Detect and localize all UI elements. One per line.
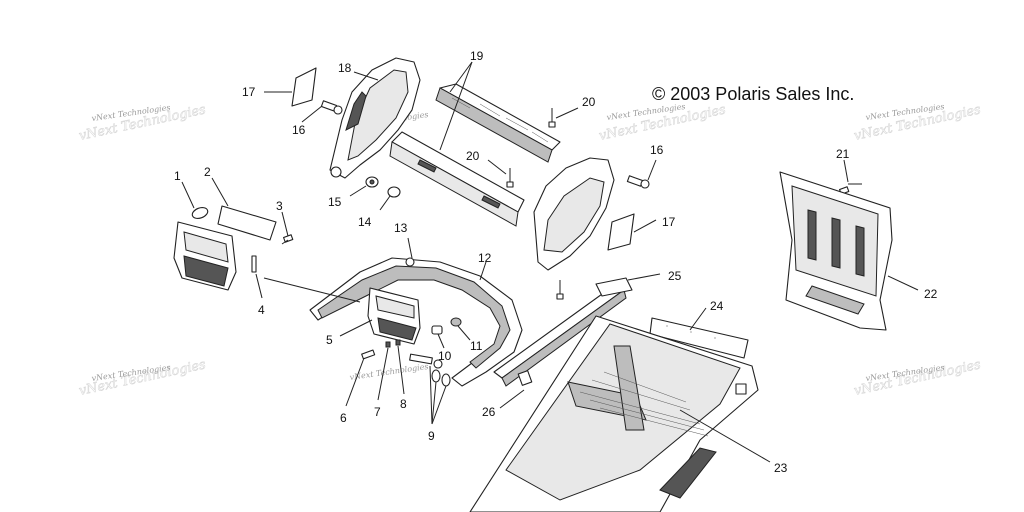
callout-8: 8	[400, 397, 407, 411]
bracket-25	[595, 277, 633, 297]
decal-left	[291, 67, 317, 107]
bolt-16-right	[626, 175, 650, 189]
rear-flap-ribs	[807, 209, 865, 277]
callout-12: 12	[478, 251, 492, 265]
left-handle-slot	[345, 91, 367, 131]
rear-bumper-inner	[317, 265, 511, 369]
callout-21: 21	[836, 147, 850, 161]
callout-18: 18	[338, 61, 352, 75]
callout-10: 10	[438, 349, 452, 363]
top-rail-upper	[439, 83, 561, 151]
top-rail-lower-slots	[417, 159, 501, 209]
tunnel-rail-edge	[659, 447, 717, 499]
tunnel-bolt	[735, 383, 747, 395]
callout-25: 25	[668, 269, 682, 283]
callout-labels: 1 2 3 4 5 6 7 8 9 10 11 12 13 14 15 16 1…	[174, 49, 938, 475]
decal-right	[607, 213, 635, 251]
tail-light-housing-top	[183, 231, 229, 263]
callout-4: 4	[258, 303, 265, 317]
screw-25	[556, 280, 564, 300]
callout-9: 9	[428, 429, 435, 443]
callout-20-lower: 20	[466, 149, 480, 163]
nut-14	[387, 186, 401, 198]
bumper-plug-13	[405, 257, 415, 267]
tunnel-hatch	[579, 371, 709, 437]
callout-24: 24	[710, 299, 724, 313]
screw-6	[361, 349, 376, 360]
rear-flap-cutout	[805, 285, 865, 315]
nut-8	[395, 339, 401, 346]
callout-13: 13	[394, 221, 408, 235]
callout-26: 26	[482, 405, 496, 419]
center-tail-light-top	[375, 295, 415, 319]
washer-15-hole	[369, 179, 375, 185]
bracket-4	[251, 255, 257, 273]
callout-3: 3	[276, 199, 283, 213]
callout-22: 22	[924, 287, 938, 301]
left-handle-bolt-hole	[330, 166, 342, 178]
callout-14: 14	[358, 215, 372, 229]
callout-17-right: 17	[662, 215, 676, 229]
rail-26-clip	[517, 370, 533, 386]
bolt-10	[409, 353, 443, 369]
center-tail-light-lens	[377, 317, 417, 341]
callout-2: 2	[204, 165, 211, 179]
top-rail-upper-slots	[451, 97, 549, 143]
screw-3	[281, 234, 294, 245]
rail-26-face	[501, 289, 627, 387]
tail-light-lens	[217, 205, 277, 241]
top-rail-lower-face	[389, 141, 519, 227]
bushing-11	[450, 317, 462, 327]
callout-16-right: 16	[650, 143, 664, 157]
callout-23: 23	[774, 461, 788, 475]
callout-11: 11	[470, 339, 483, 353]
callout-5: 5	[326, 333, 333, 347]
callout-6: 6	[340, 411, 347, 425]
screw-20-upper	[548, 108, 556, 128]
callout-1: 1	[174, 169, 181, 183]
callout-15: 15	[328, 195, 342, 209]
callout-16-left: 16	[292, 123, 306, 137]
plate-24-holes	[666, 325, 716, 339]
washers-9	[431, 369, 451, 387]
parts-drawing	[173, 57, 893, 512]
bushing-10	[431, 325, 443, 335]
callout-20-upper: 20	[582, 95, 596, 109]
bolt-16-left	[320, 100, 343, 115]
callout-7: 7	[374, 405, 381, 419]
nut-7	[385, 341, 391, 348]
tunnel-x-brace-2	[613, 345, 645, 431]
tail-light-bulb	[191, 207, 209, 219]
top-rail-upper-face	[435, 87, 553, 163]
callout-19: 19	[470, 49, 484, 63]
leader-lines	[181, 61, 919, 463]
tail-light-housing-lens	[183, 255, 229, 287]
callout-17-left: 17	[242, 85, 256, 99]
plate-24	[649, 317, 749, 359]
screw-20-lower	[506, 168, 514, 188]
right-side-handle-inner	[543, 177, 605, 253]
copyright-text: © 2003 Polaris Sales Inc.	[652, 84, 854, 104]
